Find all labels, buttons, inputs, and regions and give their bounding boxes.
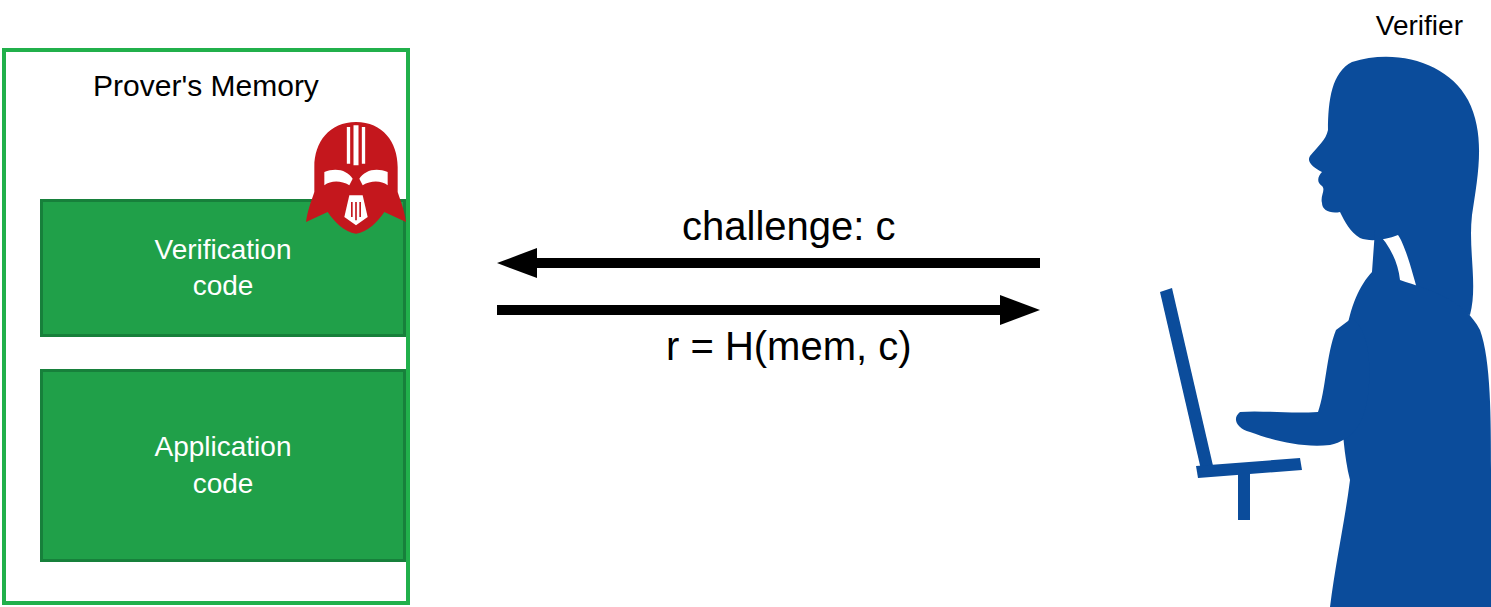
box-label: Verification code [123,232,323,305]
box-label: Application code [123,429,323,502]
message-arrow [497,248,1040,278]
attacker-helmet [306,118,406,236]
actor-name: Verifier [1376,8,1463,44]
verifier-silhouette [1160,57,1491,607]
verifier-figure: Verifier [1040,0,1491,607]
message-arrow [497,295,1040,325]
message-label: challenge: c [678,204,899,249]
region-title: Prover's Memory [6,66,406,105]
message-label: r = H(mem, c) [662,324,916,369]
code-block: Application code [40,369,406,562]
